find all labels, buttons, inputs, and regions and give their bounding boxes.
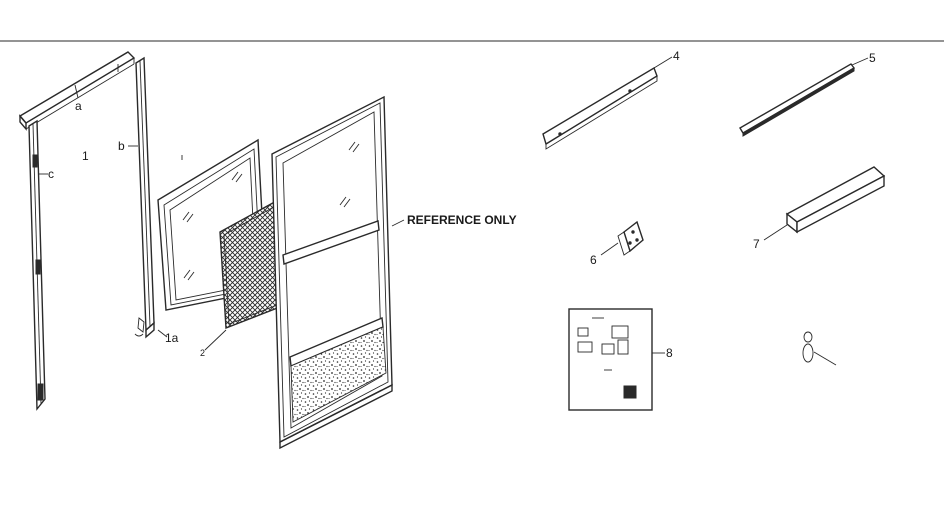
label-part-6: 6 <box>590 253 597 267</box>
label-part-2: 2 <box>200 348 205 358</box>
hardware-1a <box>134 317 145 337</box>
label-b: b <box>118 139 125 153</box>
label-a: a <box>75 99 82 113</box>
label-part-1: 1 <box>82 149 89 163</box>
label-part-1a: 1a <box>165 331 179 345</box>
frame-header-a <box>18 51 136 131</box>
leader-4 <box>653 56 673 69</box>
frame-jamb-b <box>135 56 155 339</box>
leader-7 <box>763 224 788 241</box>
leader-5 <box>851 57 869 66</box>
label-part-5: 5 <box>869 51 876 65</box>
label-part-4: 4 <box>673 49 680 63</box>
label-part-7: 7 <box>753 237 760 251</box>
strip-part-5 <box>739 63 856 137</box>
instruction-sheet-part-8 <box>568 308 653 411</box>
bracket-part-6 <box>617 220 644 256</box>
label-c: c <box>48 167 54 181</box>
leader-1a <box>157 329 168 338</box>
reference-only-label: REFERENCE ONLY <box>407 213 517 227</box>
leader-2 <box>204 329 227 351</box>
leader-reference <box>391 219 405 227</box>
rail-part-4 <box>542 66 658 150</box>
storm-door-reference <box>271 95 393 450</box>
block-part-7 <box>785 166 886 234</box>
label-part-8: 8 <box>666 346 673 360</box>
leader-6 <box>600 242 619 256</box>
hardware-part-9 <box>802 331 837 366</box>
frame-jamb-c <box>28 119 46 411</box>
door-frame-assembly <box>18 51 155 411</box>
leader-a <box>74 84 79 99</box>
